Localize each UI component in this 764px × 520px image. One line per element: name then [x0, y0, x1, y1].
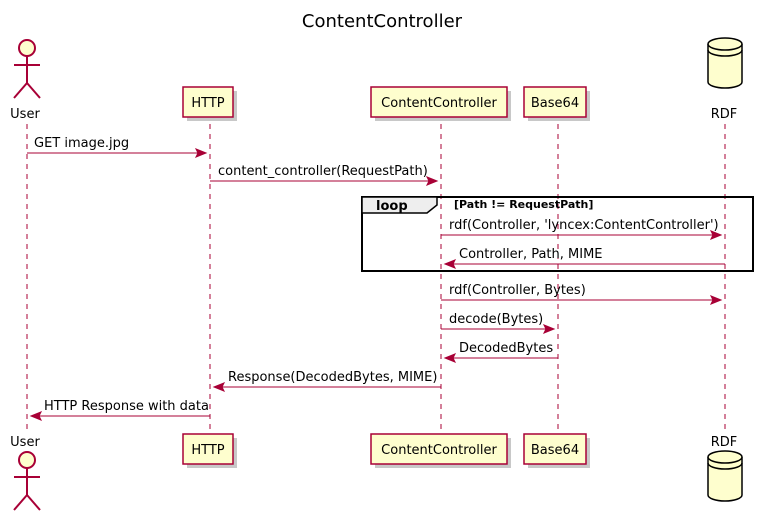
message-1: GET image.jpg [27, 136, 208, 158]
participant-base64-top: Base64 [523, 86, 590, 121]
message-label: DecodedBytes [459, 341, 553, 356]
participant-contentcontroller-bottom: ContentController [370, 433, 511, 468]
message-label: rdf(Controller, Bytes) [449, 283, 586, 298]
participant-label-contentcontroller-bottom: ContentController [381, 443, 497, 458]
participant-label-user-bottom: User [10, 435, 40, 450]
participant-http-bottom: HTTP [182, 433, 237, 468]
actor-user-bottom: User [10, 435, 41, 511]
message-label: content_controller(RequestPath) [218, 164, 428, 179]
message-6: decode(Bytes) [441, 312, 556, 334]
participant-http-top: HTTP [182, 86, 237, 121]
loop-fragment: loop [Path != RequestPath] [361, 196, 754, 272]
participant-label-base64-top: Base64 [531, 96, 579, 111]
participant-base64-bottom: Base64 [523, 433, 590, 468]
message-label: decode(Bytes) [449, 312, 543, 327]
message-label: HTTP Response with data [44, 399, 209, 414]
participant-label-base64-bottom: Base64 [531, 443, 579, 458]
loop-guard: [Path != RequestPath] [454, 198, 593, 211]
participant-contentcontroller-top: ContentController [370, 86, 511, 121]
message-4: Controller, Path, MIME [443, 247, 725, 269]
participant-label-http-bottom: HTTP [191, 443, 224, 458]
message-label: rdf(Controller, 'lyncex:ContentControlle… [449, 218, 719, 233]
participant-label-rdf-top: RDF [711, 107, 738, 122]
message-2: content_controller(RequestPath) [210, 164, 439, 186]
message-5: rdf(Controller, Bytes) [441, 283, 723, 305]
participant-label-http-top: HTTP [191, 96, 224, 111]
message-label: Controller, Path, MIME [459, 247, 603, 262]
actor-head-icon [18, 451, 36, 469]
participant-label-contentcontroller-top: ContentController [381, 96, 497, 111]
diagram-title: ContentController [302, 11, 463, 32]
participant-label-user-top: User [10, 107, 40, 122]
message-label: GET image.jpg [34, 136, 129, 151]
database-rdf-top: RDF [707, 37, 743, 122]
actor-head-icon [18, 39, 36, 57]
message-8: Response(DecodedBytes, MIME) [212, 370, 441, 392]
database-rdf-bottom: RDF [707, 435, 743, 502]
loop-keyword: loop [376, 199, 408, 214]
message-9: HTTP Response with data [29, 399, 210, 421]
message-label: Response(DecodedBytes, MIME) [228, 370, 437, 385]
message-3: rdf(Controller, 'lyncex:ContentControlle… [441, 218, 723, 240]
actor-user-top: User [10, 39, 41, 122]
participant-label-rdf-bottom: RDF [711, 435, 738, 450]
message-7: DecodedBytes [443, 341, 558, 363]
